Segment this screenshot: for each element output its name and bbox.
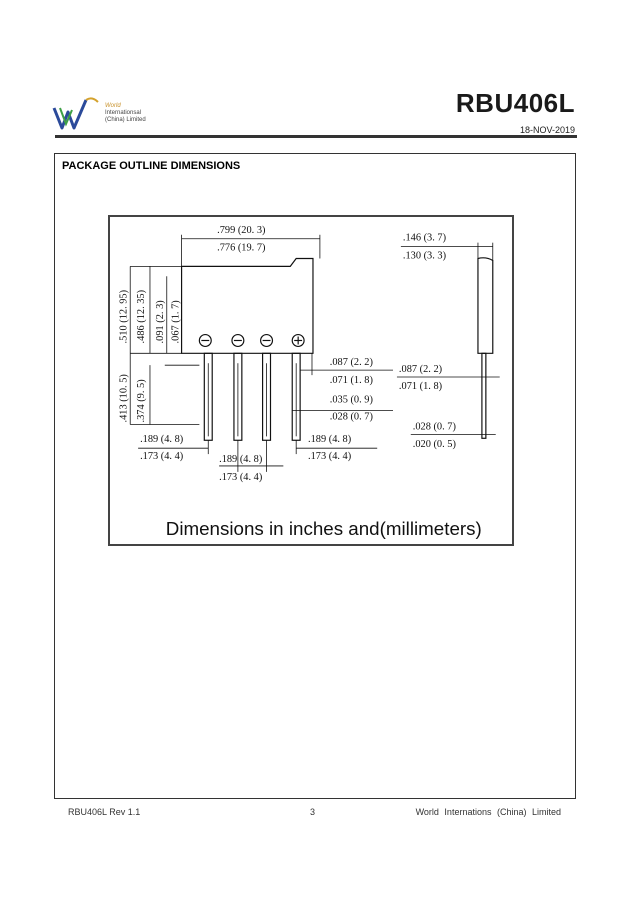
footer-page-number: 3 (310, 807, 316, 817)
section-title: PACKAGE OUTLINE DIMENSIONS (62, 160, 241, 172)
content-frame (54, 153, 576, 799)
pitch-right-max: .189 (4. 8) (308, 434, 351, 445)
side-lead-width-max: .087 (2. 2) (399, 364, 442, 375)
logo-line-1: World (105, 103, 121, 109)
pitch-right-min: .173 (4. 4) (308, 451, 351, 462)
header-divider (55, 135, 577, 138)
footer-company: World Internations (China) Limited (415, 807, 561, 817)
lead-thick-front-max: .035 (0. 9) (330, 395, 373, 406)
side-view-lead (481, 352, 487, 439)
body-width-max: .799 (20. 3) (217, 225, 265, 236)
pin-symbols (198, 333, 305, 348)
side-thickness-min: .130 (3. 3) (403, 250, 446, 261)
revision-date: 18-NOV-2019 (519, 125, 575, 135)
pitch-left-max: .189 (4. 8) (140, 434, 183, 445)
side-view-body (477, 257, 494, 354)
side-lead-thick-max: .028 (0. 7) (413, 421, 456, 432)
lead-width-right-min: .071 (1. 8) (330, 375, 373, 386)
footer-doc-rev: RBU406L Rev 1.1 (68, 807, 141, 817)
pitch-dim-lines (138, 440, 378, 472)
tab-height-max: .091 (2. 3) (155, 300, 166, 343)
pitch-left-min: .173 (4. 4) (140, 451, 183, 462)
side-lead-width-min: .071 (1. 8) (399, 381, 442, 392)
logo-text: World Internationsal (China) Limited (105, 103, 146, 124)
lead-length-max: .413 (10. 5) (118, 374, 129, 422)
body-width-min: .776 (19. 7) (217, 243, 265, 254)
right-lead-dim-lines (292, 353, 393, 412)
body-height-min: .486 (12. 35) (136, 290, 147, 344)
lead-length-min: .374 (9. 5) (136, 379, 147, 422)
drawing-caption: Dimensions in inches and(millimeters) (166, 518, 482, 539)
side-lead-thick-min: .020 (0. 5) (413, 439, 456, 450)
company-logo (52, 97, 99, 130)
side-dim-lines (396, 242, 500, 435)
body-height-max: .510 (12. 95) (118, 290, 129, 344)
pitch-mid-min: .173 (4. 4) (219, 472, 262, 483)
body-width-dim-lines (181, 234, 321, 267)
leads (203, 352, 301, 441)
pitch-mid-max: .189 (4. 8) (219, 454, 262, 465)
side-thickness-max: .146 (3. 7) (403, 233, 446, 244)
logo-line-2: Internationsal (105, 110, 142, 116)
left-dim-lines (129, 266, 200, 425)
lead-thick-front-min: .028 (0. 7) (330, 412, 373, 423)
package-outline-drawing: .799 (20. 3) .776 (19. 7) .510 (12. 95) … (108, 215, 514, 546)
lead-centerlines (207, 363, 297, 437)
lead-width-right-max: .087 (2. 2) (330, 357, 373, 368)
part-number: RBU406L (455, 88, 575, 118)
logo-line-3: (China) Limited (105, 117, 146, 123)
tab-height-min: .067 (1. 7) (171, 300, 182, 343)
package-body-outline (180, 257, 314, 354)
